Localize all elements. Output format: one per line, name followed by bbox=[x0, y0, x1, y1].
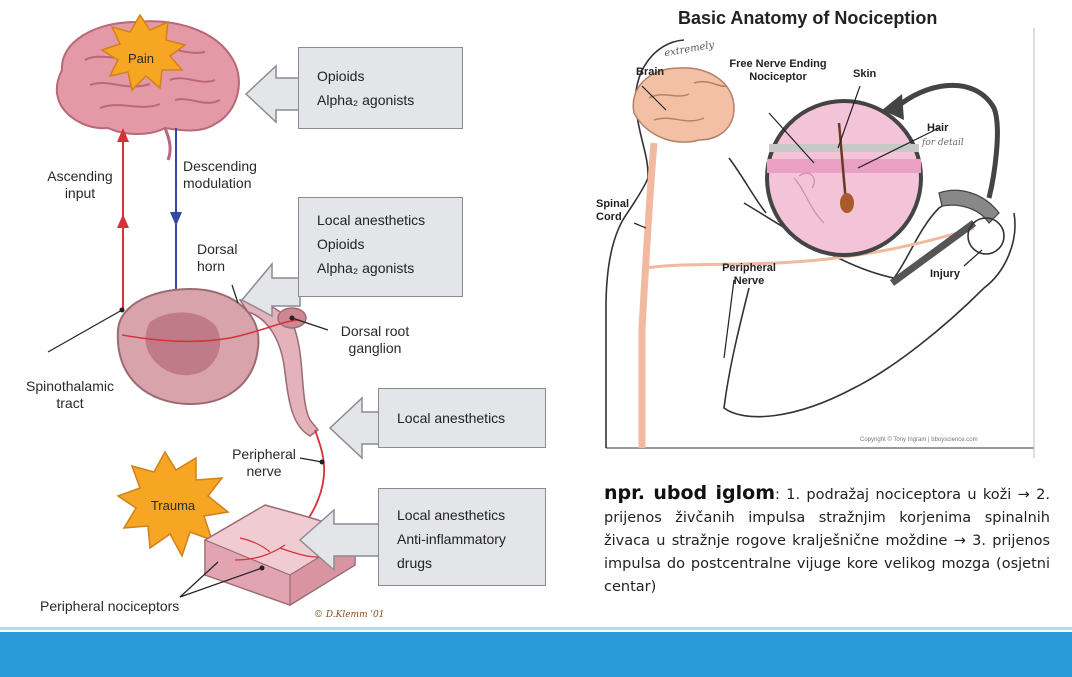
peripheral-nerve-label-right: Peripheral Nerve bbox=[714, 262, 784, 288]
spinothalamic-tract-label: Spinothalamic tract bbox=[20, 378, 120, 412]
injury-label: Injury bbox=[930, 268, 960, 281]
drug-box-local-anesthetics: Local anesthetics bbox=[378, 388, 546, 448]
right-diagram bbox=[594, 28, 1044, 458]
arrow-box1 bbox=[246, 66, 300, 122]
skin-zoom-circle bbox=[767, 101, 921, 255]
peripheral-nociceptors-label: Peripheral nociceptors bbox=[40, 598, 179, 615]
injury-circle bbox=[968, 218, 1004, 254]
brain-label: Brain bbox=[636, 66, 664, 79]
skin-label: Skin bbox=[853, 68, 876, 81]
drug-box-local-anesthetics-opioids: Local anesthetics Opioids Alpha₂ agonist… bbox=[298, 197, 463, 297]
footer-bar bbox=[0, 632, 1072, 677]
caption-bold: npr. ubod iglom bbox=[604, 482, 775, 504]
spinal-cord-label: Spinal Cord bbox=[596, 198, 629, 224]
dorsal-root-ganglion-label: Dorsal root ganglion bbox=[330, 323, 420, 357]
spinal-cord bbox=[642, 143, 654, 448]
descending-modulation-label: Descending modulation bbox=[183, 158, 257, 192]
hair-note: for detail bbox=[922, 138, 964, 148]
copyright-text: Copyright © Tony Ingram | bboyscience.co… bbox=[860, 437, 978, 443]
hair-label: Hair bbox=[927, 122, 948, 135]
caption: npr. ubod iglom: 1. podražaj nociceptora… bbox=[604, 482, 1050, 599]
spinal-cord-section bbox=[118, 289, 318, 436]
ascending-input-label: Ascending input bbox=[40, 168, 120, 202]
peripheral-nerve-label: Peripheral nerve bbox=[228, 446, 300, 480]
trauma-label: Trauma bbox=[143, 497, 203, 514]
drug-box-anti-inflammatory: Local anesthetics Anti-inflammatory drug… bbox=[378, 488, 546, 586]
drug-box-opioids: Opioids Alpha₂ agonists bbox=[298, 47, 463, 129]
dorsal-horn-label: Dorsal horn bbox=[197, 241, 237, 275]
free-nerve-ending-label: Free Nerve Ending Nociceptor bbox=[718, 58, 838, 84]
footer-divider bbox=[0, 627, 1072, 630]
right-diagram-title: Basic Anatomy of Nociception bbox=[678, 8, 937, 29]
signature: © D.Klemm '01 bbox=[314, 607, 384, 624]
pain-label: Pain bbox=[116, 50, 166, 67]
arrow-box3 bbox=[330, 398, 380, 458]
